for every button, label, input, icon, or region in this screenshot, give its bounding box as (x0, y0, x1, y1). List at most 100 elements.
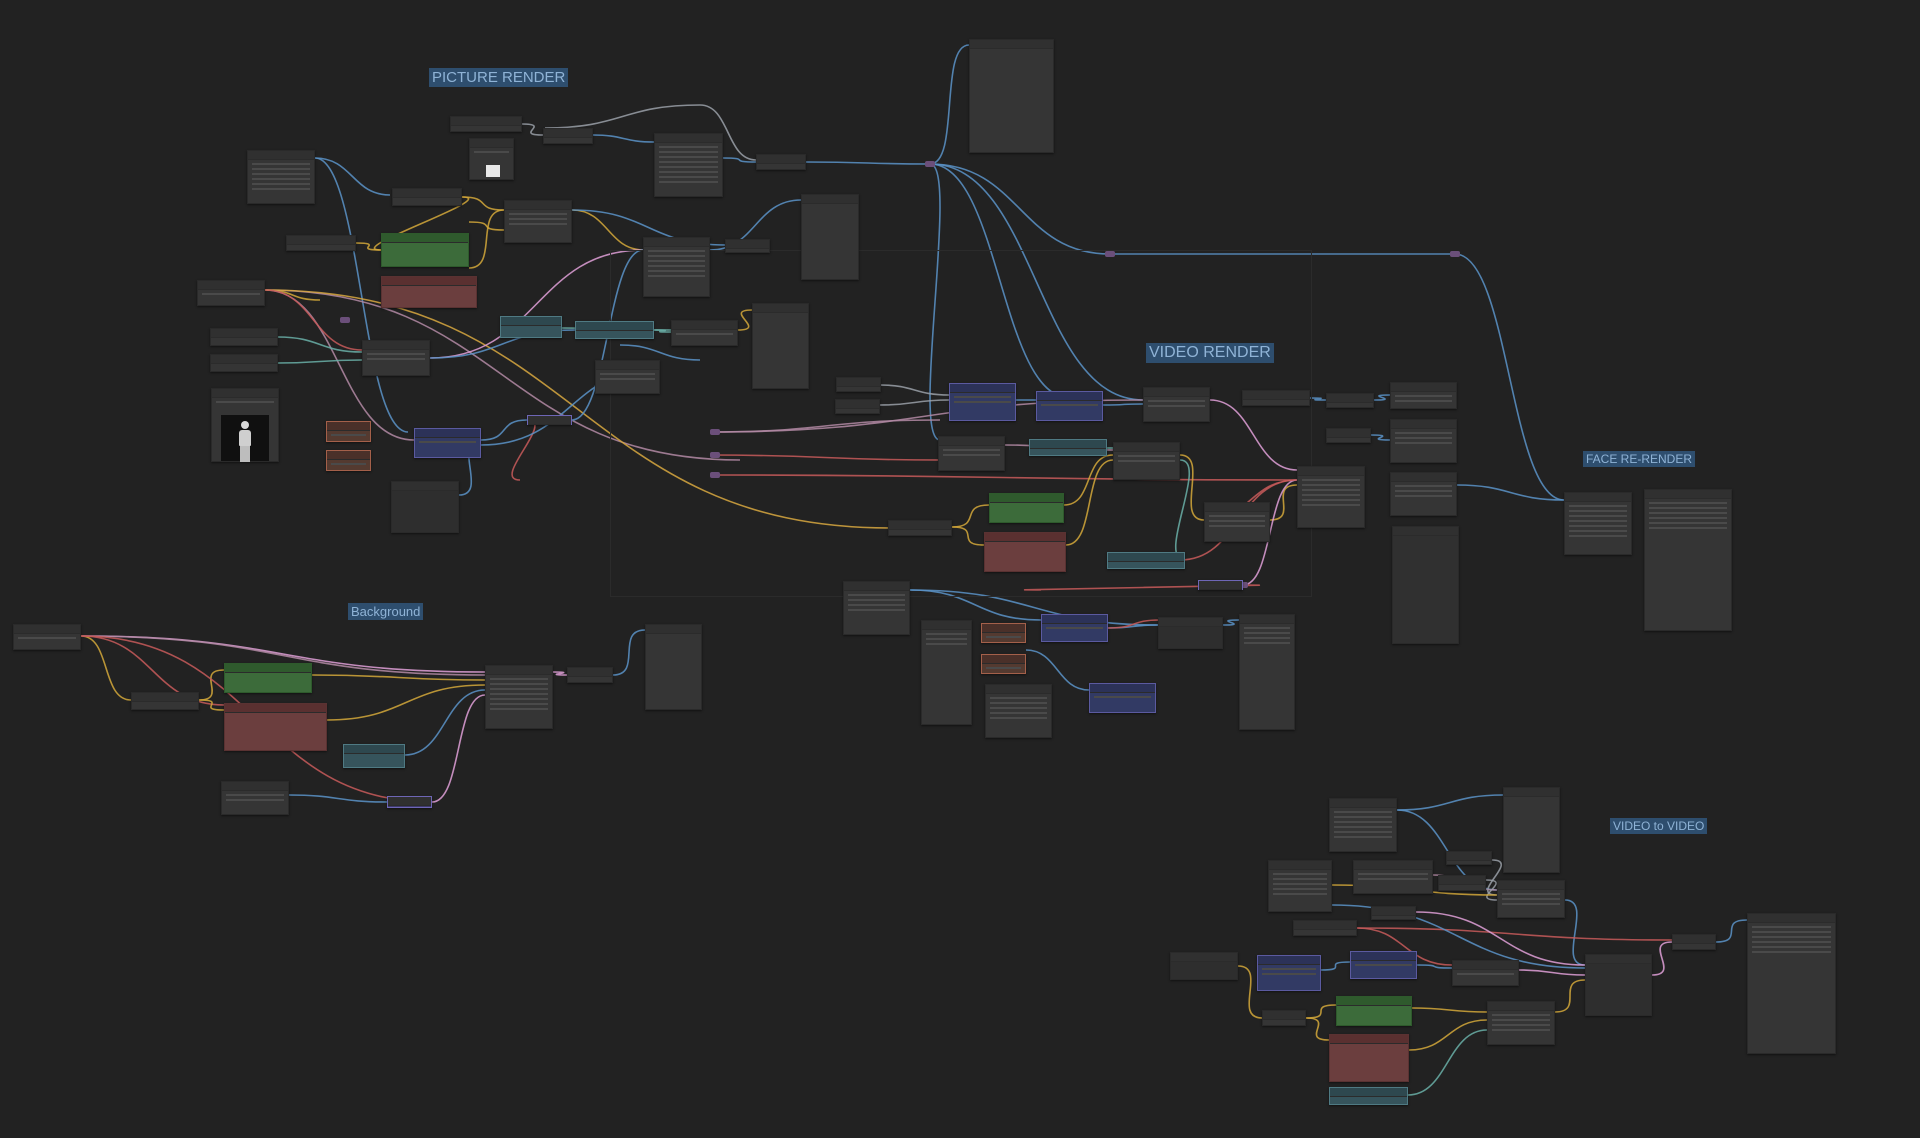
node-controlnet-loader-b[interactable] (575, 321, 654, 339)
node-v2v-clip-skip[interactable] (1262, 1010, 1306, 1026)
node-controlnet-loader-a[interactable] (500, 316, 562, 338)
node-seed-b[interactable] (210, 354, 278, 372)
node-reroute-purple-b[interactable] (1198, 580, 1243, 590)
node-bg-negative-prompt[interactable] (224, 703, 327, 751)
node-bg-clip-skip[interactable] (131, 692, 199, 710)
node-bg-preview[interactable] (645, 624, 702, 710)
node-v2v-video-combine[interactable] (1747, 913, 1836, 1054)
node-v2v-positive-prompt[interactable] (1336, 996, 1412, 1026)
node-sampler-picture-a[interactable] (414, 428, 481, 458)
node-bg-seed[interactable] (221, 781, 289, 815)
node-empty-latent[interactable] (362, 340, 430, 376)
node-preview-image-mid[interactable] (801, 194, 859, 280)
node-vid-batch-b[interactable] (1390, 419, 1457, 463)
node-v2v-dark-a[interactable] (1170, 952, 1238, 980)
node-loader-orange-a[interactable] (326, 421, 371, 442)
reroute-node[interactable] (925, 161, 935, 167)
node-v2v-int-a[interactable] (1446, 851, 1492, 865)
node-vid-loader-orange-b[interactable] (981, 654, 1026, 674)
node-v2v-lora[interactable] (1353, 860, 1433, 894)
node-negative-prompt-video[interactable] (984, 532, 1066, 572)
node-v2v-seed[interactable] (1293, 920, 1357, 936)
node-apply-controlnet[interactable] (671, 320, 738, 346)
node-v2v-negative-prompt[interactable] (1329, 1034, 1409, 1082)
node-vid-video-combine-a[interactable] (1242, 390, 1310, 406)
node-vid-batch-c[interactable] (1390, 472, 1457, 516)
node-checkpoint-loader[interactable] (247, 150, 315, 204)
node-upscale-picture[interactable] (643, 237, 710, 297)
group-title-video-render[interactable]: VIDEO RENDER (1146, 343, 1274, 363)
node-v2v-int-b[interactable] (1438, 875, 1486, 891)
node-bg-decode[interactable] (567, 667, 613, 683)
group-title-background[interactable]: Background (348, 603, 424, 620)
node-vid-controlnet[interactable] (1029, 439, 1107, 456)
node-preview-image-right[interactable] (752, 303, 809, 389)
node-vid-decode[interactable] (1113, 442, 1180, 480)
node-vid-frames-tall[interactable] (921, 620, 972, 725)
node-text-input-a[interactable] (450, 116, 522, 132)
node-v2v-upscale[interactable] (1452, 960, 1519, 986)
reroute-node[interactable] (340, 317, 350, 323)
node-v2v-int-c[interactable] (1371, 906, 1416, 920)
node-int-primitive-b[interactable] (725, 239, 770, 253)
node-load-image-person[interactable] (211, 388, 279, 462)
node-v2v-checkpoint[interactable] (1268, 860, 1332, 912)
node-v2v-dark-b[interactable] (1585, 954, 1652, 1016)
node-v2v-controlnet-apply[interactable] (1487, 1001, 1555, 1045)
group-title-face-rerender[interactable]: FACE RE-RENDER (1583, 451, 1696, 467)
node-model-loader-left[interactable] (197, 280, 265, 306)
node-vid-clip-text[interactable] (888, 520, 952, 536)
node-vae-decode-picture[interactable] (756, 154, 806, 170)
node-positive-prompt-picture[interactable] (381, 233, 469, 267)
node-clip-encode-combine[interactable] (504, 200, 572, 243)
node-face-detailer[interactable] (1564, 492, 1632, 555)
node-vid-ksampler[interactable] (1143, 387, 1210, 422)
node-vid-int-a[interactable] (836, 377, 881, 392)
node-load-image-small[interactable] (469, 138, 514, 180)
node-vid-sampler-b[interactable] (1041, 614, 1108, 642)
group-title-video-to-video[interactable]: VIDEO to VIDEO (1610, 818, 1708, 834)
node-bg-positive-prompt[interactable] (224, 663, 312, 693)
node-bg-checkpoint[interactable] (13, 624, 81, 650)
node-clip-set-last-layer[interactable] (286, 235, 356, 251)
node-context-options[interactable] (1036, 391, 1103, 421)
node-positive-prompt-video[interactable] (989, 493, 1064, 523)
node-v2v-preview-top[interactable] (1503, 787, 1560, 873)
node-latent-batch[interactable] (595, 360, 660, 394)
node-vid-int-b[interactable] (835, 399, 880, 414)
node-reroute-purple-a[interactable] (527, 415, 572, 425)
node-vid-model-merge[interactable] (938, 436, 1005, 471)
node-face-video-combine[interactable] (1644, 489, 1732, 631)
node-v2v-latent[interactable] (1329, 1087, 1408, 1105)
node-bg-reroute[interactable] (387, 796, 432, 808)
node-vid-sampler-final[interactable] (1297, 466, 1365, 528)
node-ksampler-picture[interactable] (654, 133, 723, 197)
node-vid-cn-strength[interactable] (1107, 552, 1185, 569)
node-vid-preview-b[interactable] (1239, 614, 1295, 730)
node-animatediff-loader[interactable] (949, 383, 1016, 421)
node-loader-orange-b[interactable] (326, 450, 371, 471)
node-seed-a[interactable] (210, 328, 278, 346)
node-vid-sampler-c[interactable] (1089, 683, 1156, 713)
node-preview-image-top[interactable] (969, 39, 1054, 153)
node-v2v-load-video[interactable] (1329, 798, 1397, 852)
node-vid-latent-upscale[interactable] (1204, 502, 1270, 542)
node-vid-frames-b[interactable] (985, 684, 1052, 738)
node-bg-ksampler[interactable] (485, 665, 553, 729)
node-vid-load-video[interactable] (843, 581, 910, 635)
node-v2v-context[interactable] (1350, 951, 1417, 979)
node-vid-batch-a[interactable] (1390, 382, 1457, 409)
node-negative-prompt-picture[interactable] (381, 276, 477, 308)
node-vid-scale-a[interactable] (1326, 393, 1374, 408)
node-vid-dark-a[interactable] (1158, 617, 1223, 649)
node-bg-latent[interactable] (343, 744, 405, 768)
node-lora-loader[interactable] (392, 188, 462, 206)
node-vid-preview-tall[interactable] (1392, 526, 1459, 644)
node-vid-loader-orange-a[interactable] (981, 623, 1026, 643)
node-v2v-ksampler[interactable] (1497, 880, 1565, 918)
reroute-node[interactable] (1450, 251, 1460, 257)
node-placeholder-dark[interactable] (391, 481, 459, 533)
node-int-primitive-a[interactable] (543, 128, 593, 144)
node-v2v-decode[interactable] (1672, 934, 1716, 950)
